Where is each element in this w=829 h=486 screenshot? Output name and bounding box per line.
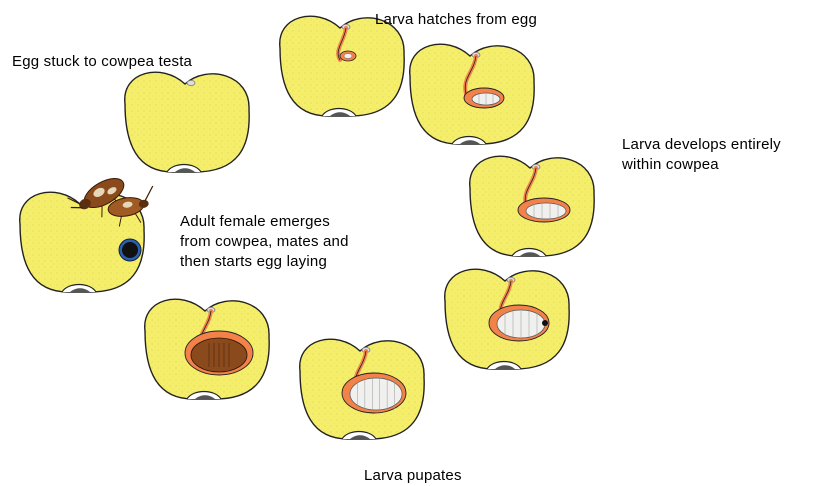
seed-larva-hatches (280, 16, 404, 116)
seed-larva-large (445, 269, 569, 369)
label-larva-develops: Larva develops entirely within cowpea (622, 135, 781, 175)
label-larva-develops-line2: within cowpea (622, 155, 781, 175)
label-egg-stuck-text: Egg stuck to cowpea testa (12, 52, 192, 72)
seed-larva-small (410, 44, 534, 144)
label-larva-pupates: Larva pupates (364, 466, 462, 486)
label-adult-emerges-line1: Adult female emerges (180, 212, 349, 232)
label-egg-stuck: Egg stuck to cowpea testa (12, 52, 192, 72)
label-adult-emerges-line3: then starts egg laying (180, 252, 349, 272)
label-larva-hatches-text: Larva hatches from egg (375, 10, 537, 30)
label-adult-emerges-line2: from cowpea, mates and (180, 232, 349, 252)
seed-pupa (300, 339, 424, 439)
seed-egg-laid (125, 72, 249, 172)
seed-larva-develops (470, 156, 594, 256)
seed-adult-inside (145, 299, 269, 399)
label-larva-develops-line1: Larva develops entirely (622, 135, 781, 155)
label-larva-hatches: Larva hatches from egg (375, 10, 537, 30)
label-adult-emerges: Adult female emerges from cowpea, mates … (180, 212, 349, 272)
label-larva-pupates-text: Larva pupates (364, 466, 462, 486)
